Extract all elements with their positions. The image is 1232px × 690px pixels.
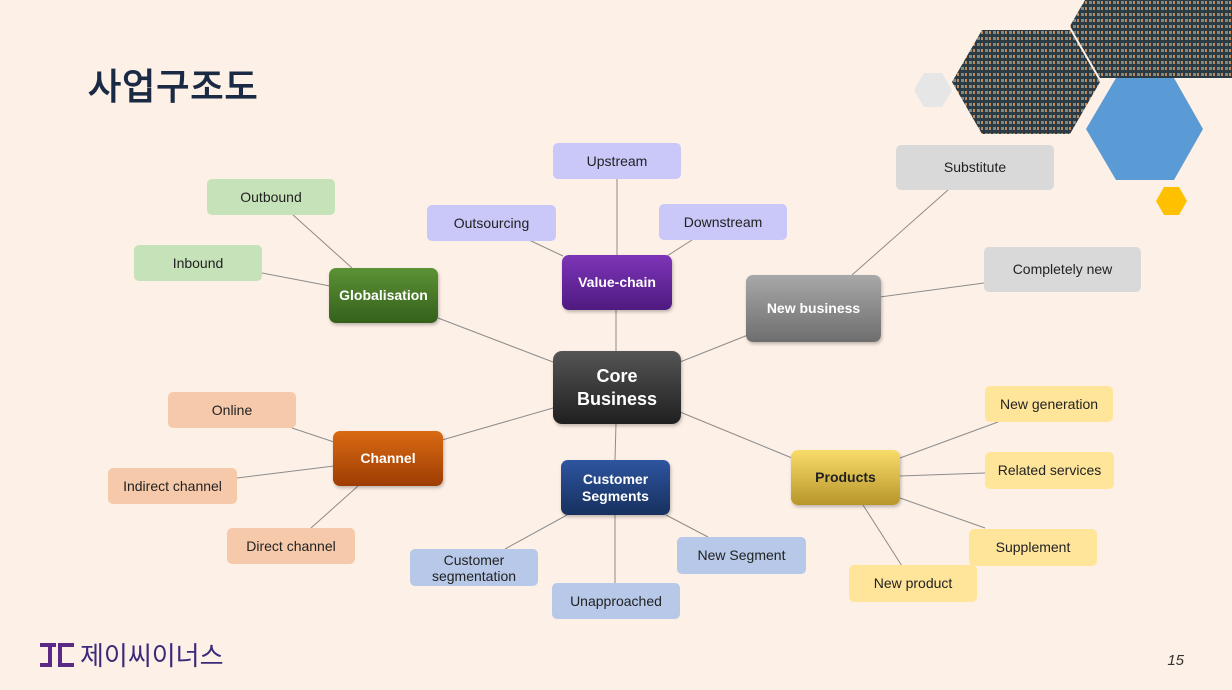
new-business-node: New business <box>746 275 881 342</box>
leaf-supplement: Supplement <box>969 529 1097 566</box>
yellow-hexagon <box>1156 187 1187 215</box>
leaf-customer-segmentation: Customer segmentation <box>410 549 538 586</box>
customer-segments-node: Customer Segments <box>561 460 670 515</box>
gray-hexagon <box>914 73 952 107</box>
leaf-indirect-channel: Indirect channel <box>108 468 237 504</box>
leaf-outbound: Outbound <box>207 179 335 215</box>
page-title: 사업구조도 <box>88 67 259 108</box>
globalisation-node: Globalisation <box>329 268 438 323</box>
leaf-upstream: Upstream <box>553 143 681 179</box>
leaf-direct-channel: Direct channel <box>227 528 355 564</box>
page-number: 15 <box>1167 652 1184 669</box>
jc-logo-icon <box>40 642 74 667</box>
leaf-completely-new: Completely new <box>984 247 1141 292</box>
leaf-new-generation: New generation <box>985 386 1113 422</box>
customer-label-line2: Segments <box>582 487 649 504</box>
core-business-node: Core Business <box>553 351 681 424</box>
leaf-outsourcing: Outsourcing <box>427 205 556 241</box>
value-chain-node: Value-chain <box>562 255 672 310</box>
logo-text: 제이씨이너스 <box>80 642 224 672</box>
core-label-line1: Core <box>596 365 638 386</box>
blue-hexagon <box>1086 78 1203 180</box>
leaf-customer-seg-line1: Customer <box>443 551 505 568</box>
leaf-related-services: Related services <box>985 452 1114 489</box>
building-hexagon-2 <box>1070 0 1232 78</box>
customer-label-line1: Customer <box>582 470 649 487</box>
leaf-unapproached: Unapproached <box>552 583 680 619</box>
leaf-new-product: New product <box>849 565 977 602</box>
building-hexagon-1 <box>952 30 1100 134</box>
channel-node: Channel <box>333 431 443 486</box>
core-label-line2: Business <box>576 388 658 409</box>
leaf-downstream: Downstream <box>659 204 787 240</box>
company-logo: 제이씨이너스 <box>40 636 224 673</box>
leaf-online: Online <box>168 392 296 428</box>
products-node: Products <box>791 450 900 505</box>
leaf-customer-seg-line2: segmentation <box>431 567 517 584</box>
leaf-substitute: Substitute <box>896 145 1054 190</box>
leaf-new-segment: New Segment <box>677 537 806 574</box>
leaf-inbound: Inbound <box>134 245 262 281</box>
